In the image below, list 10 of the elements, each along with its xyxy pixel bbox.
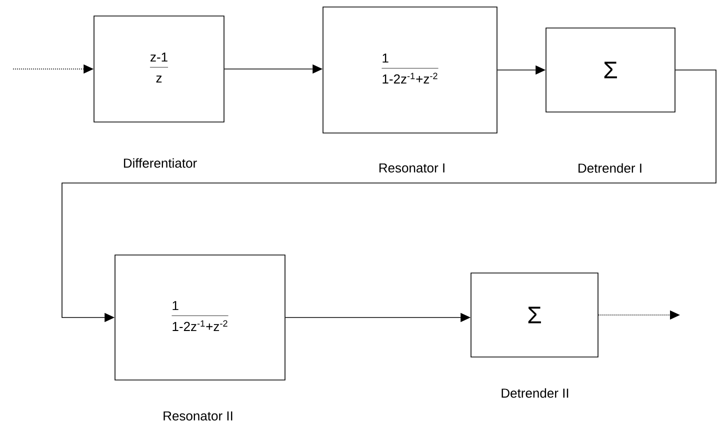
fraction-box: 1 1-2z$^{-1}$+z$^{-2}$: [322, 6, 498, 134]
block-label: Differentiator: [124, 158, 197, 168]
sum-box: Σ: [470, 272, 598, 358]
block-label: Detrender II: [502, 388, 568, 398]
fraction-box: 1 1-2z$^{-1}$+z$^{-2}$: [114, 254, 286, 380]
block-label: Detrender I: [578, 163, 642, 173]
block-label: Resonator I: [379, 163, 444, 173]
block-label: Resonator II: [164, 411, 232, 421]
sum-box: Σ: [546, 28, 676, 112]
fraction-box: z-1 z: [94, 16, 224, 122]
